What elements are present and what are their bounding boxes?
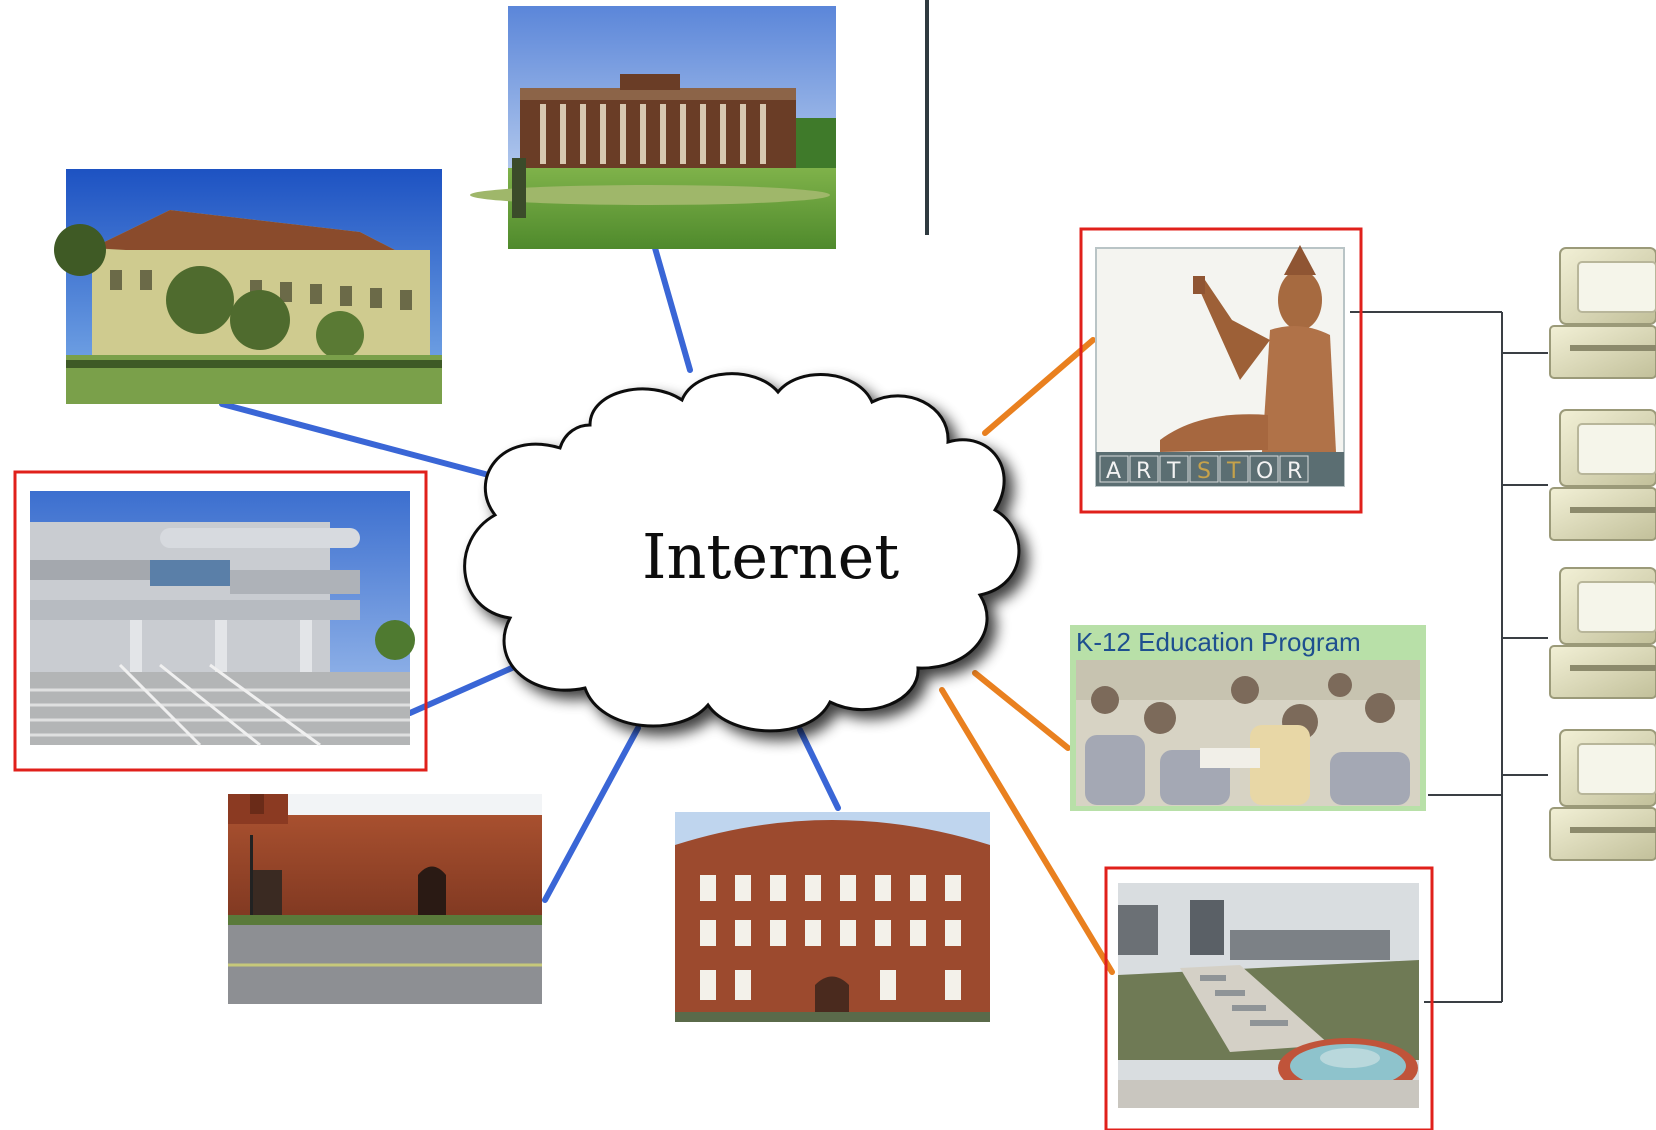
k12-program-label: K-12 Education Program xyxy=(1076,627,1361,657)
highlight-frame-campus xyxy=(1104,866,1434,1130)
computer-terminal-icon xyxy=(1549,247,1656,379)
link-campus xyxy=(939,687,1115,975)
artstor-letter: T xyxy=(1166,459,1181,484)
artstor-letter: R xyxy=(1136,459,1151,484)
link-factory xyxy=(797,727,841,811)
computer-terminal-icon xyxy=(1549,567,1656,699)
computer-terminal-icon xyxy=(1549,409,1656,541)
artstor-letter: A xyxy=(1106,459,1121,484)
partner-links xyxy=(939,337,1115,975)
artstor-letter: R xyxy=(1287,459,1302,484)
link-altes xyxy=(652,245,693,373)
highlight-frame-artstor xyxy=(1079,227,1363,514)
local-network xyxy=(1350,311,1548,1003)
museum-photo-brick xyxy=(228,794,542,1004)
internet-cloud: Internet xyxy=(463,372,1021,733)
artstor-statue-photo: A R T S T O R xyxy=(1095,245,1345,487)
artstor-letter: S xyxy=(1197,459,1211,484)
campus-photo xyxy=(1118,883,1419,1108)
link-k12 xyxy=(972,670,1071,751)
museum-photo-palace xyxy=(54,169,442,404)
link-getty xyxy=(407,657,533,716)
internet-label: Internet xyxy=(642,520,899,593)
highlight-frame-getty xyxy=(13,470,428,772)
artstor-letter: O xyxy=(1256,459,1273,484)
artstor-logo: A R T S T O R xyxy=(1099,455,1309,484)
link-brick xyxy=(542,725,641,903)
museum-links xyxy=(219,245,841,903)
museum-photo-altes xyxy=(470,6,836,249)
museum-photo-getty xyxy=(30,491,415,747)
link-artstor xyxy=(982,337,1096,436)
link-palace xyxy=(219,401,503,481)
computer-terminal-icon xyxy=(1549,729,1656,861)
museum-photo-factory xyxy=(675,812,990,1022)
artstor-letter: T xyxy=(1226,459,1241,484)
classroom-photo xyxy=(1070,625,1426,811)
